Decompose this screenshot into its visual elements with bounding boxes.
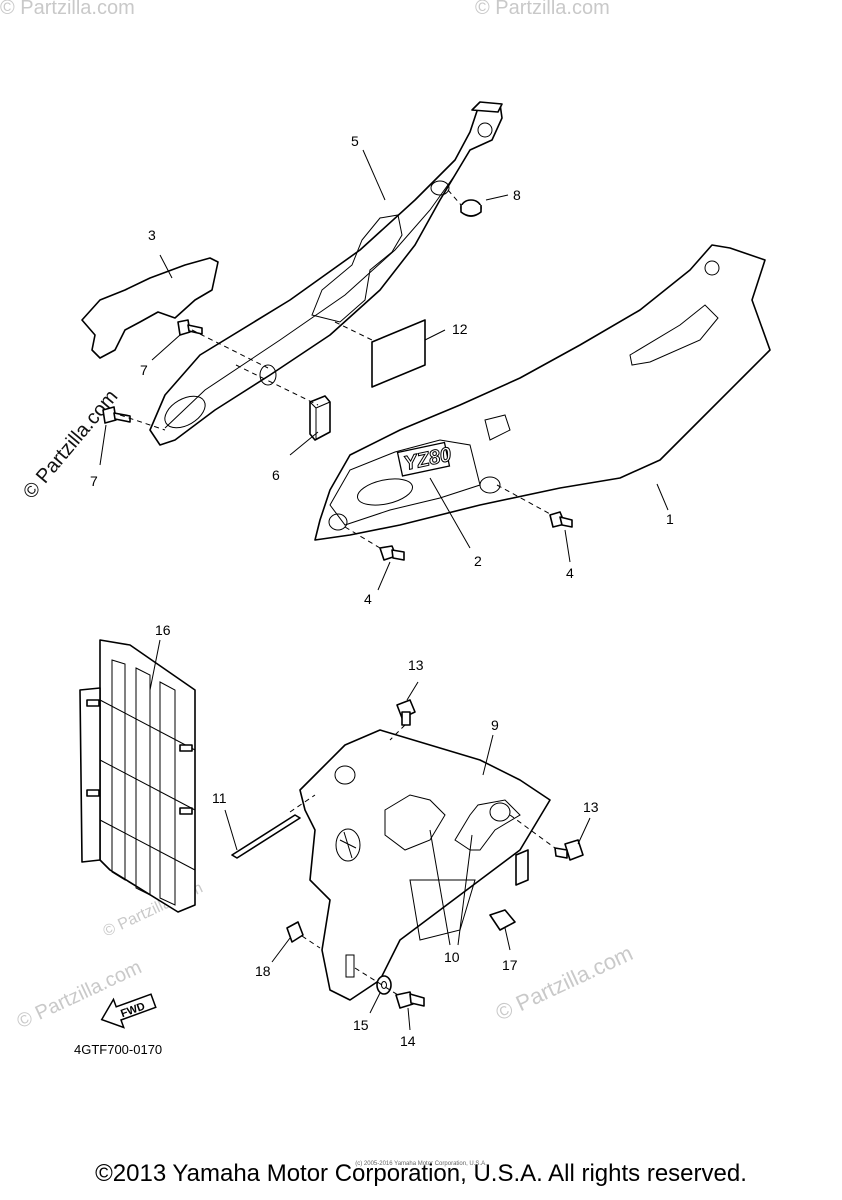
tiny-notice: (c) 2005-2016 Yamaha Motor Corporation, … (355, 1161, 487, 1167)
part-7-bolt-upper (177, 319, 203, 336)
callout-11: 11 (212, 790, 227, 806)
watermark-bottom-right: © Partzilla.com (492, 940, 637, 1025)
part-9-shroud (299, 729, 551, 1001)
watermark-bottom-left: © Partzilla.com (14, 956, 145, 1033)
callout-4-left: 4 (364, 591, 372, 607)
callout-12: 12 (452, 321, 468, 337)
part-17-nut (489, 909, 516, 931)
diagram-code: 4GTF700-0170 (74, 1042, 163, 1057)
part-1-side-cover: YZ80 (314, 244, 771, 541)
callout-6: 6 (272, 467, 280, 483)
callout-2: 2 (474, 553, 482, 569)
part-6-damper (309, 395, 331, 441)
watermark-top-right: © Partzilla.com (475, 0, 610, 19)
callout-10: 10 (444, 949, 460, 965)
callout-17: 17 (502, 957, 518, 973)
part-4-bolt-right (549, 511, 573, 528)
part-13-bolt-right (554, 839, 584, 861)
watermark-top-left: © Partzilla.com (0, 0, 135, 19)
leader-lines (99, 149, 669, 1031)
callout-16: 16 (155, 622, 171, 638)
part-13-bolt-top (396, 699, 416, 726)
callout-9: 9 (491, 717, 499, 733)
assembly-lines-top (119, 189, 553, 549)
part-12-label (371, 319, 426, 388)
part-3-guard (81, 257, 219, 359)
callout-15: 15 (353, 1017, 369, 1033)
part-5-frame-cover (149, 101, 503, 446)
part-18-clip (286, 921, 321, 949)
callout-7-lower: 7 (90, 473, 98, 489)
callout-3: 3 (148, 227, 156, 243)
callout-5: 5 (351, 133, 359, 149)
part-11-decal (231, 794, 316, 859)
callout-1: 1 (666, 511, 674, 527)
callouts: 1 2 3 4 4 5 6 7 7 8 9 10 11 12 13 13 14 … (90, 133, 674, 1049)
assembly-line-13a (389, 724, 406, 741)
part-16-radiator-guard (79, 639, 196, 913)
callout-4-right: 4 (566, 565, 574, 581)
part-15-washer (376, 975, 392, 995)
assembly-line-13b (509, 814, 556, 849)
callout-18: 18 (255, 963, 271, 979)
fwd-label: FWD (119, 1000, 147, 1020)
copyright-notice: ©2013 Yamaha Motor Corporation, U.S.A. A… (95, 1160, 747, 1187)
part-4-bolt-left (379, 545, 405, 561)
callout-7-upper: 7 (140, 362, 148, 378)
side-watermark: © Partzilla.com (19, 386, 122, 503)
callout-13-right: 13 (583, 799, 599, 815)
part-14-bolt (395, 991, 425, 1009)
callout-8: 8 (513, 187, 521, 203)
part-8-grommet (460, 199, 482, 217)
callout-14: 14 (400, 1033, 416, 1049)
callout-13-top: 13 (408, 657, 424, 673)
part-7-bolt-lower (102, 406, 131, 424)
